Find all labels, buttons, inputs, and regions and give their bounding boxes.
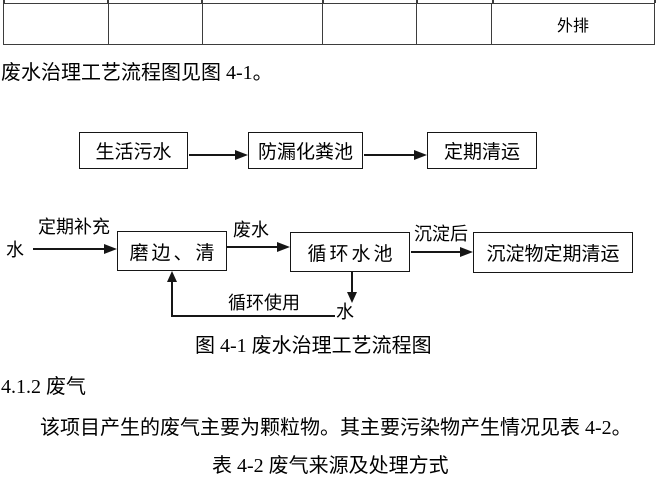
table-border-stub [416,0,418,3]
table-cell [323,4,417,44]
table-border-stub [3,0,5,3]
table-border-stub [492,0,494,3]
arrow-sewage-to-septic [189,154,235,156]
arrow-pool-to-water-out [351,272,353,292]
table-cell [203,4,323,44]
recycle-return-line-horizontal [171,315,335,317]
arrow-septic-to-removal [364,154,414,156]
table-fragment-row: 外排 [3,3,655,45]
arrow-pool-to-sediment [411,251,460,253]
flow-box-periodic-removal: 定期清运 [427,132,537,169]
flow-box-circulating-pool: 循环水池 [290,232,410,272]
table-border-stub [654,0,656,3]
label-wastewater: 废水 [233,220,269,240]
table-cell [109,4,203,44]
flow-box-domestic-sewage: 生活污水 [79,132,188,169]
table-border-stub [201,0,203,3]
arrow-grinding-to-pool [227,246,277,248]
section-heading: 4.1.2 废气 [1,376,86,398]
table-cell-outlet: 外排 [556,18,589,35]
flow-box-sediment-removal: 沉淀物定期清运 [473,232,633,273]
table-border-stub [322,0,324,3]
label-water-outlet: 水 [336,302,354,322]
table-caption: 表 4-2 废气来源及处理方式 [212,455,449,477]
recycle-return-line-vertical [171,282,173,317]
body-paragraph: 该项目产生的废气主要为颗粒物。其主要污染物产生情况见表 4-2。 [40,417,632,439]
figure-caption: 图 4-1 废水治理工艺流程图 [195,335,432,357]
intro-paragraph: 废水治理工艺流程图见图 4-1。 [1,62,273,84]
label-after-settling: 沉淀后 [414,224,468,244]
label-periodic-refill: 定期补充 [38,217,110,237]
table-cell [4,4,109,44]
arrow-water-to-grinding [33,248,104,250]
table-border-stub [107,0,109,3]
label-water-inlet: 水 [6,240,24,260]
table-cell [417,4,492,44]
flow-box-grinding-cleaning: 磨边、清 [117,231,227,271]
flow-box-septic-tank: 防漏化粪池 [248,132,363,169]
label-recycle-use: 循环使用 [228,293,300,313]
